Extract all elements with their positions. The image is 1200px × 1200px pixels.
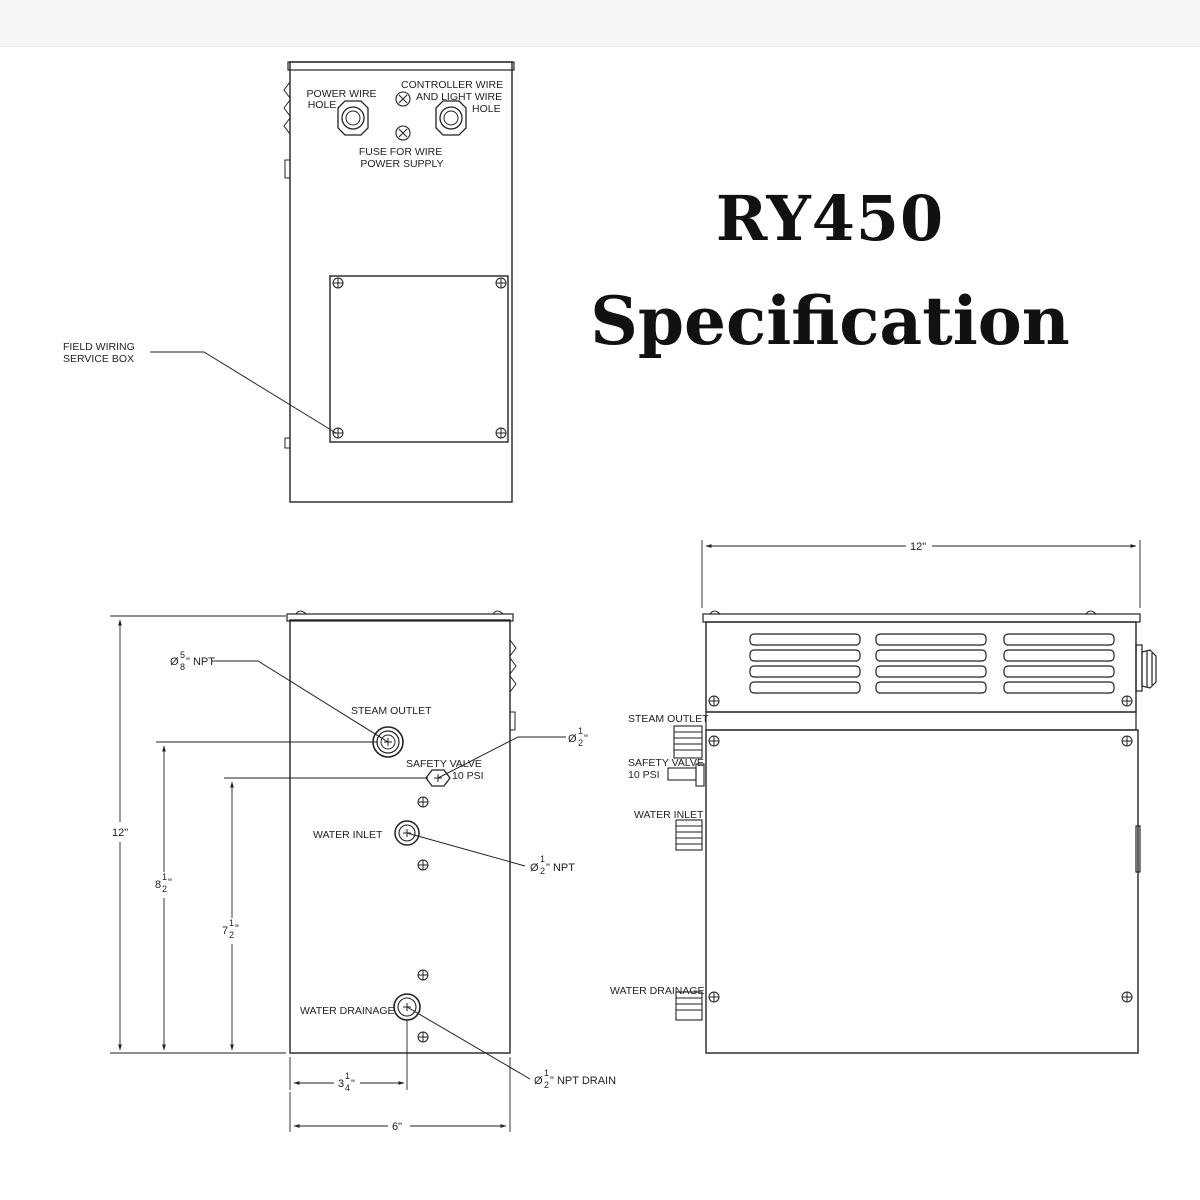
louver-group-left bbox=[749, 633, 861, 694]
height-label: 12" bbox=[112, 827, 128, 839]
dimension-steam-height bbox=[156, 741, 378, 1054]
steam-outlet-label: STEAM OUTLET bbox=[351, 705, 432, 717]
side-width-label: 12" bbox=[910, 541, 926, 553]
side-water-inlet-label: WATER INLET bbox=[634, 809, 704, 821]
power-wire-label: POWER WIRE HOLE bbox=[307, 88, 380, 111]
side-dimension-width bbox=[701, 540, 1141, 608]
side-band bbox=[705, 711, 1137, 731]
side-steam-outlet-label: STEAM OUTLET bbox=[628, 713, 709, 725]
side-safety-valve-label: SAFETY VALVE 10 PSI bbox=[628, 757, 707, 781]
drain-npt-leader bbox=[406, 1006, 531, 1080]
water-inlet-label: WATER INLET bbox=[313, 829, 383, 841]
inlet-npt-leader bbox=[406, 832, 526, 867]
steam-height-label: 8 1 2 " bbox=[155, 871, 172, 895]
width-label: 6" bbox=[392, 1121, 402, 1133]
top-view-lid bbox=[287, 61, 515, 71]
water-drainage-label: WATER DRAINAGE bbox=[300, 1005, 395, 1017]
side-safety-valve-fitting bbox=[667, 763, 705, 787]
field-wiring-service-box bbox=[329, 275, 509, 443]
safety-height-label: 7 1 2 " bbox=[222, 917, 239, 941]
louver-group-right bbox=[1003, 633, 1115, 694]
side-water-drainage-fitting bbox=[675, 991, 703, 1021]
front-screws bbox=[417, 796, 429, 1043]
x-screw bbox=[395, 91, 411, 107]
field-wiring-label: FIELD WIRING SERVICE BOX bbox=[63, 341, 138, 365]
controller-wire-hole-fitting bbox=[435, 100, 467, 136]
front-view-lid bbox=[286, 613, 514, 622]
side-water-inlet-fitting bbox=[675, 819, 703, 851]
inlet-npt-label: Ø 1 2 " NPT bbox=[530, 853, 575, 877]
front-view: STEAM OUTLET SAFETY VALVE 10 PSI WATER I… bbox=[110, 610, 616, 1133]
side-water-drainage-label: WATER DRAINAGE bbox=[610, 985, 705, 997]
steam-npt-label: Ø 5 8 " NPT bbox=[170, 649, 215, 673]
side-upper-panel bbox=[705, 621, 1137, 713]
spec-title: Specification bbox=[590, 282, 1070, 360]
steam-npt-leader bbox=[212, 660, 389, 743]
side-screws bbox=[708, 695, 1133, 1003]
drain-npt-label: Ø 1 2 " NPT DRAIN bbox=[534, 1067, 616, 1091]
dimension-drain-offset bbox=[289, 1020, 408, 1090]
side-lower-panel bbox=[705, 729, 1139, 1054]
cable-gland bbox=[1135, 644, 1157, 873]
field-wiring-leader bbox=[150, 351, 337, 434]
fuse-screw bbox=[395, 125, 411, 141]
dimension-height bbox=[110, 615, 286, 1054]
side-steam-outlet-fitting bbox=[673, 725, 703, 759]
safety-valve-label: SAFETY VALVE 10 PSI bbox=[406, 758, 485, 782]
louver-group-center bbox=[875, 633, 987, 694]
service-box-screws bbox=[332, 277, 507, 439]
top-bar bbox=[0, 0, 1200, 47]
power-wire-hole-fitting bbox=[337, 100, 369, 136]
vent-fins bbox=[283, 81, 291, 449]
top-view-body bbox=[289, 61, 513, 503]
dimension-safety-height bbox=[224, 777, 428, 1051]
controller-wire-label: CONTROLLER WIRE AND LIGHT WIRE HOLE bbox=[401, 79, 506, 115]
front-view-body bbox=[289, 619, 511, 1054]
side-view: 12" bbox=[610, 540, 1157, 1054]
safety-size-leader bbox=[437, 736, 566, 779]
safety-size-label: Ø 1 2 " bbox=[568, 725, 588, 749]
top-view: POWER WIRE HOLE CONTROLLER WIRE AND LIGH… bbox=[63, 61, 515, 503]
drain-offset-label: 3 1 4 " bbox=[338, 1070, 355, 1094]
side-lid bbox=[702, 613, 1141, 623]
fuse-label: FUSE FOR WIRE POWER SUPPLY bbox=[359, 146, 445, 170]
front-vent-fins bbox=[295, 610, 517, 731]
dimension-width bbox=[289, 1057, 511, 1132]
model-title: RY450 bbox=[715, 182, 945, 255]
